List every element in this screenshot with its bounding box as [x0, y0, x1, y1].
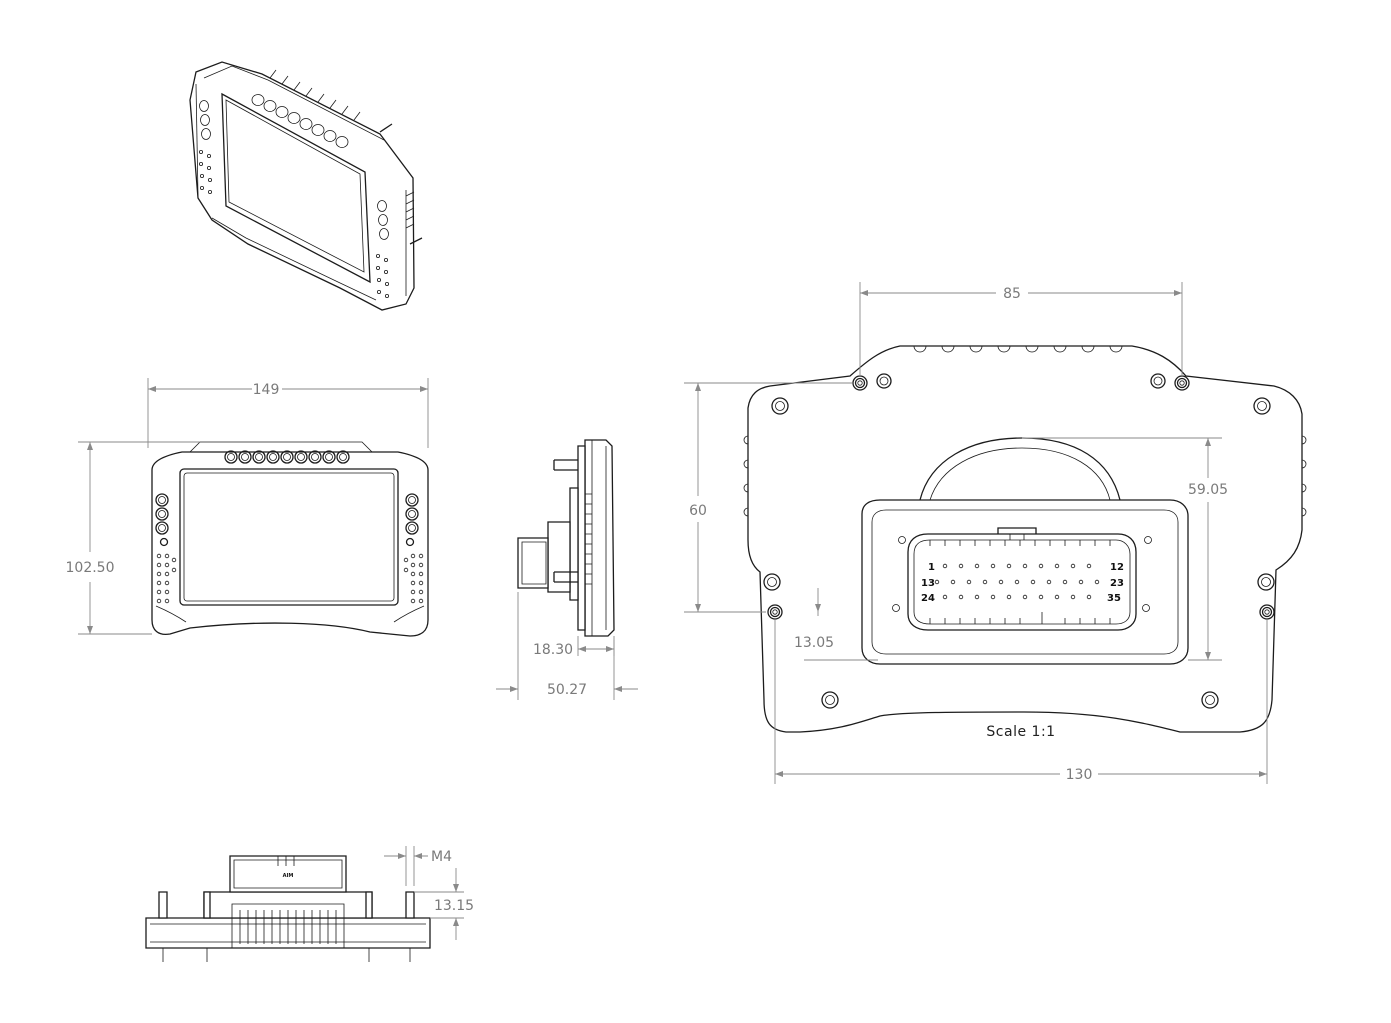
- dim-front-height: 102.50: [66, 560, 115, 576]
- side-view: 18.30 50.27: [496, 439, 638, 700]
- pin-label-23: 23: [1110, 578, 1124, 589]
- front-view: 149 102.50: [66, 378, 429, 637]
- iso-right-dots: [375, 253, 389, 298]
- front-right-dots: [403, 553, 424, 604]
- pin-label-13: 13: [921, 578, 935, 589]
- front-left-dots: [156, 553, 177, 604]
- pin-label-24: 24: [921, 593, 935, 604]
- dim-bottom-stud: 13.15: [434, 898, 474, 914]
- dim-rear-offset: 13.05: [794, 635, 834, 651]
- scale-label: Scale 1:1: [986, 724, 1055, 740]
- rear-mounting-holes: [763, 373, 1275, 709]
- pin-label-35: 35: [1107, 593, 1121, 604]
- rear-top-notches: [913, 345, 1123, 353]
- bottom-view: AIM M4 13.15: [145, 846, 474, 962]
- dim-rear-height-left: 60: [689, 503, 707, 519]
- bottom-logo-text: AIM: [283, 873, 294, 879]
- dim-side-offset: 18.30: [533, 642, 573, 658]
- pin-label-1: 1: [928, 562, 935, 573]
- dim-front-width: 149: [253, 382, 280, 398]
- dim-bottom-thread: M4: [431, 849, 452, 865]
- rear-view: 1 12 13 23 24 35 85 60 59.05 13.05 130 S…: [684, 282, 1307, 784]
- isometric-view: [189, 61, 423, 311]
- iso-left-dots: [198, 149, 212, 194]
- pin-label-12: 12: [1110, 562, 1124, 573]
- dim-side-depth: 50.27: [547, 682, 587, 698]
- dim-rear-connector-height: 59.05: [1188, 482, 1228, 498]
- dim-rear-width: 130: [1066, 767, 1093, 783]
- front-top-buttons: [224, 450, 350, 464]
- connector-pins: [934, 563, 1100, 600]
- dim-rear-hole-spacing: 85: [1003, 286, 1021, 302]
- iso-top-buttons: [251, 94, 349, 148]
